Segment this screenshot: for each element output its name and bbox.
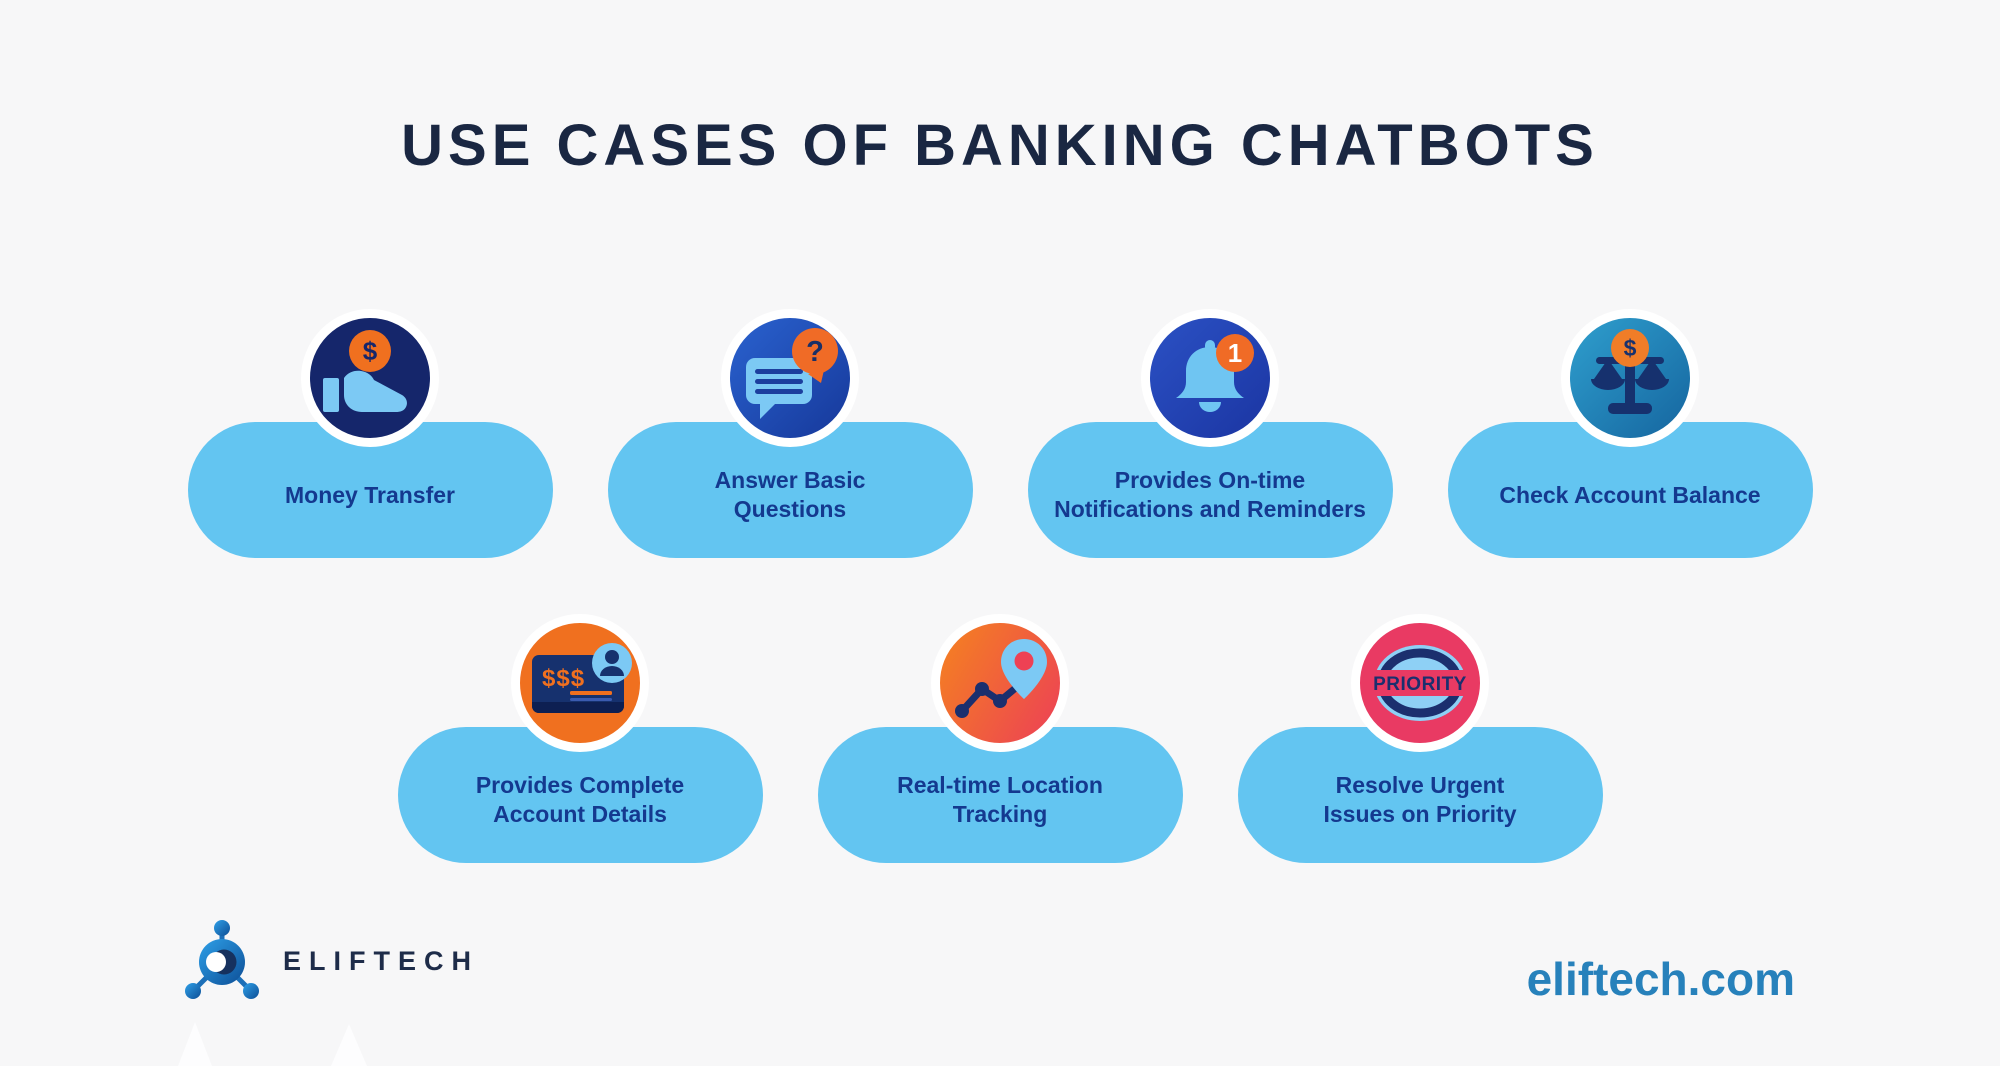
pill-money-transfer: Money Transfer — [187, 422, 553, 558]
card-money-transfer: $ Money Transfer — [187, 309, 553, 558]
card-location-tracking: Real-time Location Tracking — [817, 614, 1183, 863]
hand-coin-icon: $ — [301, 309, 439, 447]
page-title: USE CASES OF BANKING CHATBOTS — [401, 113, 1599, 178]
pill-answer-basic-questions: Answer Basic Questions — [607, 422, 973, 558]
chat-question-icon: ? — [721, 309, 859, 447]
pill-label: Provides On-time Notifications and Remin… — [1054, 467, 1366, 522]
triangle-decoration — [178, 1022, 212, 1066]
card-check-account-balance: $ Check Account Balance — [1447, 309, 1813, 558]
cards-row-2: $$$ Provides Complete Account Details — [0, 614, 2000, 863]
priority-stamp-icon: PRIORITY — [1351, 614, 1489, 752]
website-link[interactable]: eliftech.com — [1526, 953, 1795, 1005]
svg-text:?: ? — [806, 336, 824, 368]
map-pin-icon — [931, 614, 1069, 752]
pill-label: Provides Complete Account Details — [475, 772, 685, 827]
svg-text:$: $ — [363, 336, 378, 366]
eliftech-logo-text: ELIFTECH — [283, 945, 479, 976]
pill-label: Answer Basic Questions — [714, 467, 866, 522]
svg-text:1: 1 — [1228, 338, 1242, 368]
pill-label: Money Transfer — [285, 481, 455, 508]
svg-text:$: $ — [1624, 335, 1637, 361]
pill-label: Check Account Balance — [1499, 481, 1761, 508]
pill-label: Real-time Location Tracking — [897, 772, 1103, 827]
svg-text:$$$: $$$ — [542, 665, 585, 692]
pill-label: Resolve Urgent Issues on Priority — [1323, 772, 1517, 827]
scales-icon: $ — [1561, 309, 1699, 447]
eliftech-logo-icon — [185, 920, 259, 999]
credit-card-icon: $$$ — [511, 614, 649, 752]
eliftech-logo: ELIFTECH — [183, 918, 479, 1004]
svg-text:PRIORITY: PRIORITY — [1373, 674, 1467, 695]
triangle-decoration — [331, 1024, 367, 1066]
pill-complete-account-details: Provides Complete Account Details — [397, 727, 763, 863]
card-answer-basic-questions: ? Answer Basic Questions — [607, 309, 973, 558]
bell-icon: 1 — [1141, 309, 1279, 447]
card-on-time-notifications: 1 Provides On-time Notifications and Rem… — [1027, 309, 1393, 558]
card-complete-account-details: $$$ Provides Complete Account Details — [397, 614, 763, 863]
card-priority: PRIORITY Resolve Urgent Issues on Priori… — [1237, 614, 1603, 863]
cards-row-1: $ Money Transfer ? — [0, 309, 2000, 558]
